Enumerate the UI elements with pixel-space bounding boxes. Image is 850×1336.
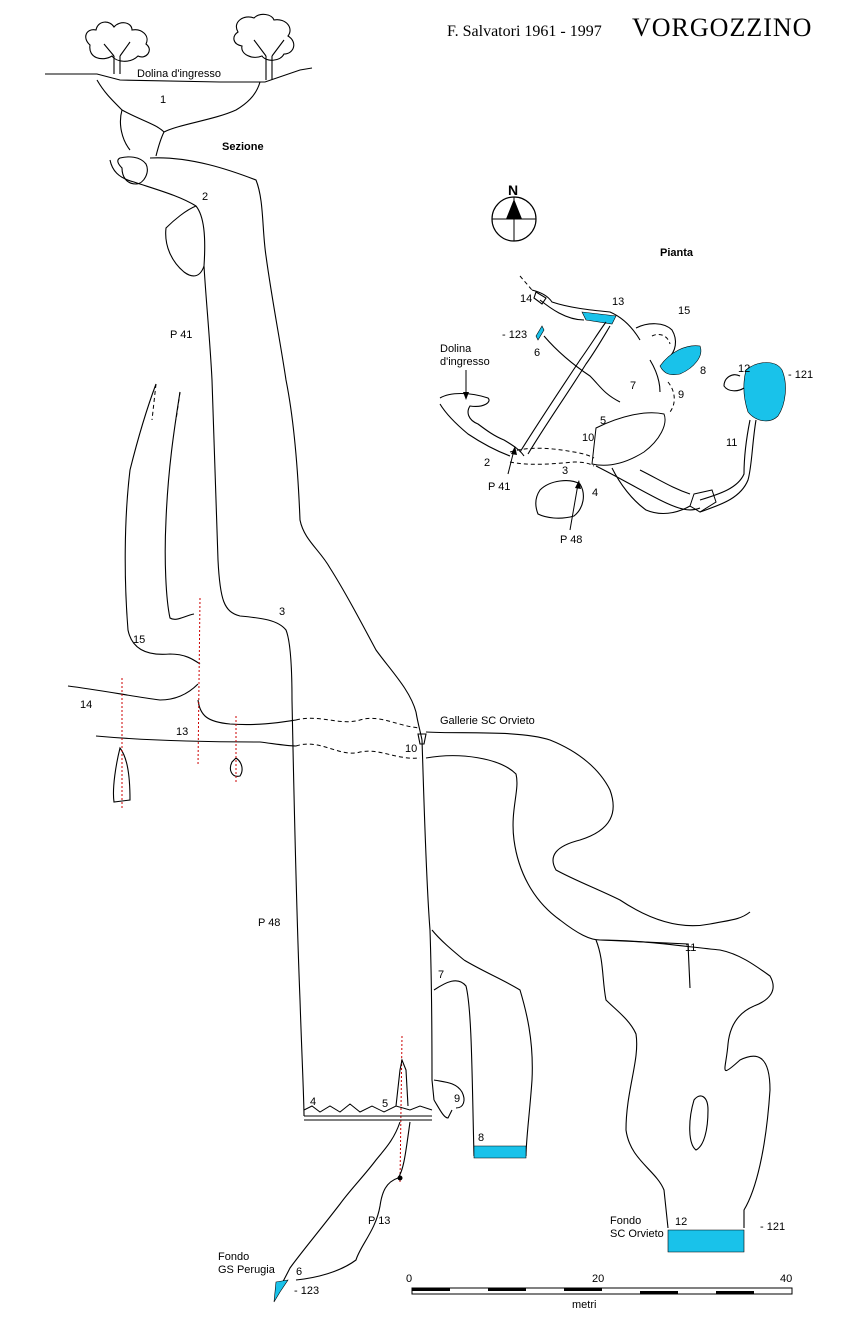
gallery-14-top	[67, 683, 199, 701]
boulder	[117, 156, 148, 185]
plan-label-depth-123: - 123	[502, 329, 527, 341]
plan-label-15: 15	[678, 305, 690, 317]
label-dolina: Dolina d'ingresso	[137, 68, 221, 80]
rubble-floor	[304, 1115, 432, 1121]
label-section-10: 10	[405, 743, 417, 755]
plan-label-9: 9	[678, 389, 684, 401]
label-section-7: 7	[438, 969, 444, 981]
pit-p13-left	[275, 1121, 401, 1299]
sump-8	[473, 1145, 527, 1159]
tree-right-icon	[233, 13, 295, 80]
plan-pool-8	[659, 345, 702, 376]
scale-tick-40: 40	[780, 1273, 792, 1285]
island-pillar	[689, 1095, 709, 1151]
junction-10-marker	[417, 733, 427, 745]
shaft-p41-left-wall	[109, 159, 293, 701]
title-author: F. Salvatori 1961 - 1997	[447, 23, 602, 40]
gallery-7-inner	[433, 980, 475, 1157]
gallery-sc-orvieto-upper-dashed	[295, 717, 421, 729]
plan-map: 14 13 - 123 6 15 8 9 7 12 - 121 11 Dolin…	[439, 275, 813, 546]
plan-entrance	[439, 392, 525, 457]
pit-p13-right	[295, 1121, 411, 1281]
label-section-8: 8	[478, 1132, 484, 1144]
plan-label-p48: P 48	[560, 534, 582, 546]
plan-sump-6	[535, 325, 545, 341]
label-section-2: 2	[202, 191, 208, 203]
shaft-p41-right-wall	[149, 157, 423, 741]
plan-label-dolina-1: Dolina	[440, 343, 472, 355]
label-section-6: 6	[296, 1266, 302, 1278]
label-section-15: 15	[133, 634, 145, 646]
plan-label-2: 2	[484, 457, 490, 469]
label-section-1: 1	[160, 94, 166, 106]
label-fondo-sc-2: SC Orvieto	[610, 1228, 664, 1240]
label-section-3: 3	[279, 606, 285, 618]
plan-label-6: 6	[534, 347, 540, 359]
north-arrow-icon: N	[491, 182, 537, 242]
plan-label-depth-121: - 121	[788, 369, 813, 381]
ground-surface-line	[45, 67, 313, 83]
label-section-4: 4	[310, 1096, 316, 1108]
gallery-sc-orvieto-lower-dashed	[295, 743, 421, 759]
label-fondo-sc-1: Fondo	[610, 1215, 641, 1227]
label-section-9: 9	[454, 1093, 460, 1105]
small-chamber	[229, 757, 243, 777]
label-section-p48: P 48	[258, 917, 280, 929]
chamber-under-13	[112, 746, 131, 803]
plan-label-10: 10	[582, 432, 594, 444]
plan-label-14: 14	[520, 293, 532, 305]
gallery-15-left	[124, 383, 201, 665]
plan-rubble-chamber	[591, 412, 666, 466]
label-section-13: 13	[176, 726, 188, 738]
gallery-13-bottom	[95, 735, 297, 747]
plan-label-4: 4	[592, 487, 598, 499]
shaft-p48-left-wall	[291, 699, 305, 1117]
stalagmite	[395, 1058, 409, 1107]
plan-label-p41: P 41	[488, 481, 510, 493]
label-section-11: 11	[685, 942, 696, 954]
shaft-p48-right-wall	[421, 739, 435, 1101]
label-section-p41: P 41	[170, 329, 192, 341]
label-section-depth-121: - 121	[760, 1221, 785, 1233]
scale-tick-0: 0	[406, 1273, 412, 1285]
plan-label-8: 8	[700, 365, 706, 377]
gallery-11-left	[595, 939, 669, 1229]
plan-pool-13	[581, 311, 617, 325]
sump-12	[667, 1229, 745, 1253]
rubble-floor-top	[303, 1103, 433, 1113]
label-section-12: 12	[675, 1216, 687, 1228]
gallery-11-right	[724, 1005, 771, 1228]
gallery-sc-orvieto-lower	[425, 755, 774, 1007]
scale-unit: metri	[572, 1299, 596, 1311]
tree-left-icon	[85, 21, 150, 74]
plan-label-dolina-2: d'ingresso	[440, 356, 490, 368]
label-section-14: 14	[80, 699, 92, 711]
label-section-5: 5	[382, 1098, 388, 1110]
label-fondo-gs-1: Fondo	[218, 1251, 249, 1263]
sump-gs-perugia	[273, 1279, 289, 1303]
gallery-15-right	[164, 391, 195, 620]
scale-bar: 0 20 40 metri	[406, 1273, 793, 1311]
label-section-p13: P 13	[368, 1215, 390, 1227]
plan-label-13: 13	[612, 296, 624, 308]
title-cave-name: VORGOZZINO	[632, 13, 812, 42]
label-section-depth-123: - 123	[294, 1285, 319, 1297]
section-heading: Sezione	[222, 141, 264, 153]
gallery-7-outer	[463, 959, 533, 1157]
label-gallerie-sc-orvieto: Gallerie SC Orvieto	[440, 715, 535, 727]
plan-label-3: 3	[562, 465, 568, 477]
north-label: N	[508, 182, 518, 198]
side-niche	[165, 205, 205, 277]
scale-tick-20: 20	[592, 1273, 604, 1285]
label-fondo-gs-2: GS Perugia	[218, 1264, 276, 1276]
gallery-9	[433, 1099, 453, 1119]
gallery-sc-orvieto-upper	[425, 731, 751, 927]
plan-heading: Pianta	[660, 247, 694, 259]
plan-label-11: 11	[726, 437, 737, 449]
plan-label-7: 7	[630, 380, 636, 392]
plan-lake-12	[743, 362, 786, 422]
plan-label-5: 5	[600, 415, 606, 427]
plan-label-12: 12	[738, 363, 750, 375]
